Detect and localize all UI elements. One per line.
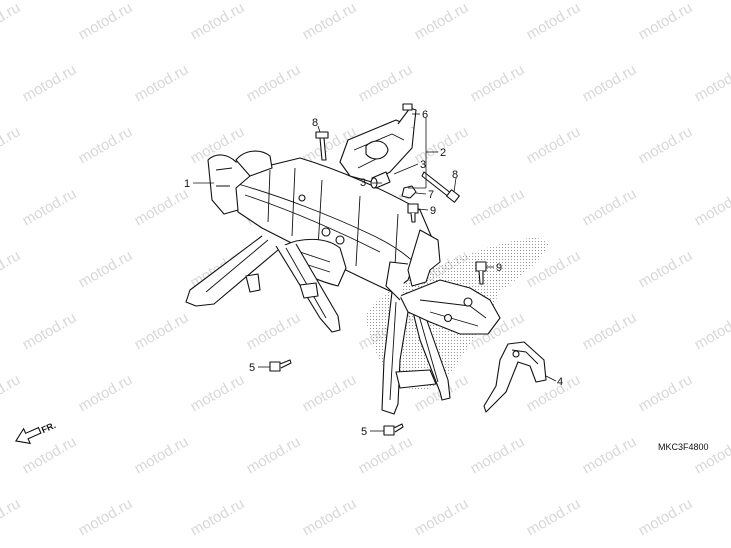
nut-7 (401, 185, 417, 199)
watermark-text: motod.ru (76, 0, 136, 43)
watermark-text: motod.ru (580, 433, 640, 477)
diagram-code: MKC3F4800 (658, 442, 709, 452)
watermark-text: motod.ru (468, 185, 528, 229)
callout-5-bottom: 5 (361, 426, 367, 438)
watermark-text: motod.ru (692, 433, 731, 477)
watermark-text: motod.ru (0, 123, 23, 167)
callout-8-right: 8 (452, 169, 458, 181)
bolt-9-lower (475, 261, 487, 285)
watermark-text: motod.ru (76, 495, 136, 539)
watermark-text: motod.ru (76, 247, 136, 291)
watermark-text: motod.ru (636, 123, 696, 167)
upper-bracket (339, 103, 417, 183)
watermark-text: motod.ru (356, 433, 416, 477)
bolt-5-left (269, 359, 292, 372)
watermark-text: motod.ru (580, 185, 640, 229)
callout-1: 1 (184, 178, 190, 190)
watermark-text: motod.ru (468, 433, 528, 477)
watermark-text: motod.ru (524, 123, 584, 167)
callout-2: 2 (440, 147, 446, 159)
callout-8-left: 8 (312, 117, 318, 129)
watermark-text: motod.ru (636, 247, 696, 291)
watermark-text: motod.ru (132, 433, 192, 477)
callout-4: 4 (557, 376, 563, 388)
watermark-text: motod.ru (300, 495, 360, 539)
watermark-text: motod.ru (188, 495, 248, 539)
watermark-text: motod.ru (0, 495, 23, 539)
watermark-text: motod.ru (636, 495, 696, 539)
bolt-8-left (315, 131, 329, 161)
callouts: 1 2 3 3 4 5 5 6 7 8 8 9 9 (184, 109, 563, 438)
watermark-text: motod.ru (692, 61, 731, 105)
leader-lines (193, 113, 557, 432)
frame-main (185, 150, 501, 415)
watermark-text: motod.ru (636, 0, 696, 43)
bolt-8-right (421, 171, 460, 203)
watermark-text: motod.ru (20, 309, 80, 353)
front-arrow-icon (14, 426, 42, 445)
watermark-text: motod.ru (76, 371, 136, 415)
watermark-text: motod.ru (132, 185, 192, 229)
bolt-9-upper (407, 203, 419, 223)
watermark-text: motod.ru (244, 61, 304, 105)
side-stay-4 (483, 341, 547, 413)
watermark-text: motod.ru (468, 61, 528, 105)
watermark-text: motod.ru (244, 309, 304, 353)
direction-label: FR. (40, 420, 57, 435)
watermark-text: motod.ru (0, 0, 23, 43)
callout-3-upper: 3 (420, 159, 426, 171)
watermark-text: motod.ru (244, 433, 304, 477)
watermark-text: motod.ru (300, 371, 360, 415)
callout-9-upper: 9 (430, 205, 436, 217)
watermark-text: motod.ru (524, 371, 584, 415)
watermark-text: motod.ru (692, 309, 731, 353)
watermark-text: motod.ru (188, 0, 248, 43)
watermark-text: motod.ru (132, 61, 192, 105)
watermark-text: motod.ru (580, 309, 640, 353)
watermark-text: motod.ru (76, 123, 136, 167)
callout-7: 7 (428, 189, 434, 201)
callout-5-left: 5 (249, 362, 255, 374)
watermark-text: motod.ru (132, 309, 192, 353)
watermark-text: motod.ru (300, 0, 360, 43)
watermark-text: motod.ru (524, 0, 584, 43)
watermark-text: motod.ru (188, 371, 248, 415)
callout-3-lower: 3 (360, 177, 366, 189)
watermark-text: motod.ru (20, 61, 80, 105)
watermark-text: motod.ru (580, 61, 640, 105)
watermark-text: motod.ru (0, 247, 23, 291)
watermark-text: motod.ru (412, 495, 472, 539)
watermark-text: motod.ru (636, 371, 696, 415)
watermark-text: motod.ru (692, 185, 731, 229)
callout-9-lower: 9 (496, 262, 502, 274)
watermark-text: motod.ru (0, 371, 23, 415)
watermark-text: motod.ru (356, 61, 416, 105)
watermark-text: motod.ru (524, 495, 584, 539)
watermark-text: motod.ru (20, 185, 80, 229)
callout-6: 6 (422, 109, 428, 121)
watermark-text: motod.ru (412, 0, 472, 43)
bolt-5-bottom (383, 423, 404, 436)
